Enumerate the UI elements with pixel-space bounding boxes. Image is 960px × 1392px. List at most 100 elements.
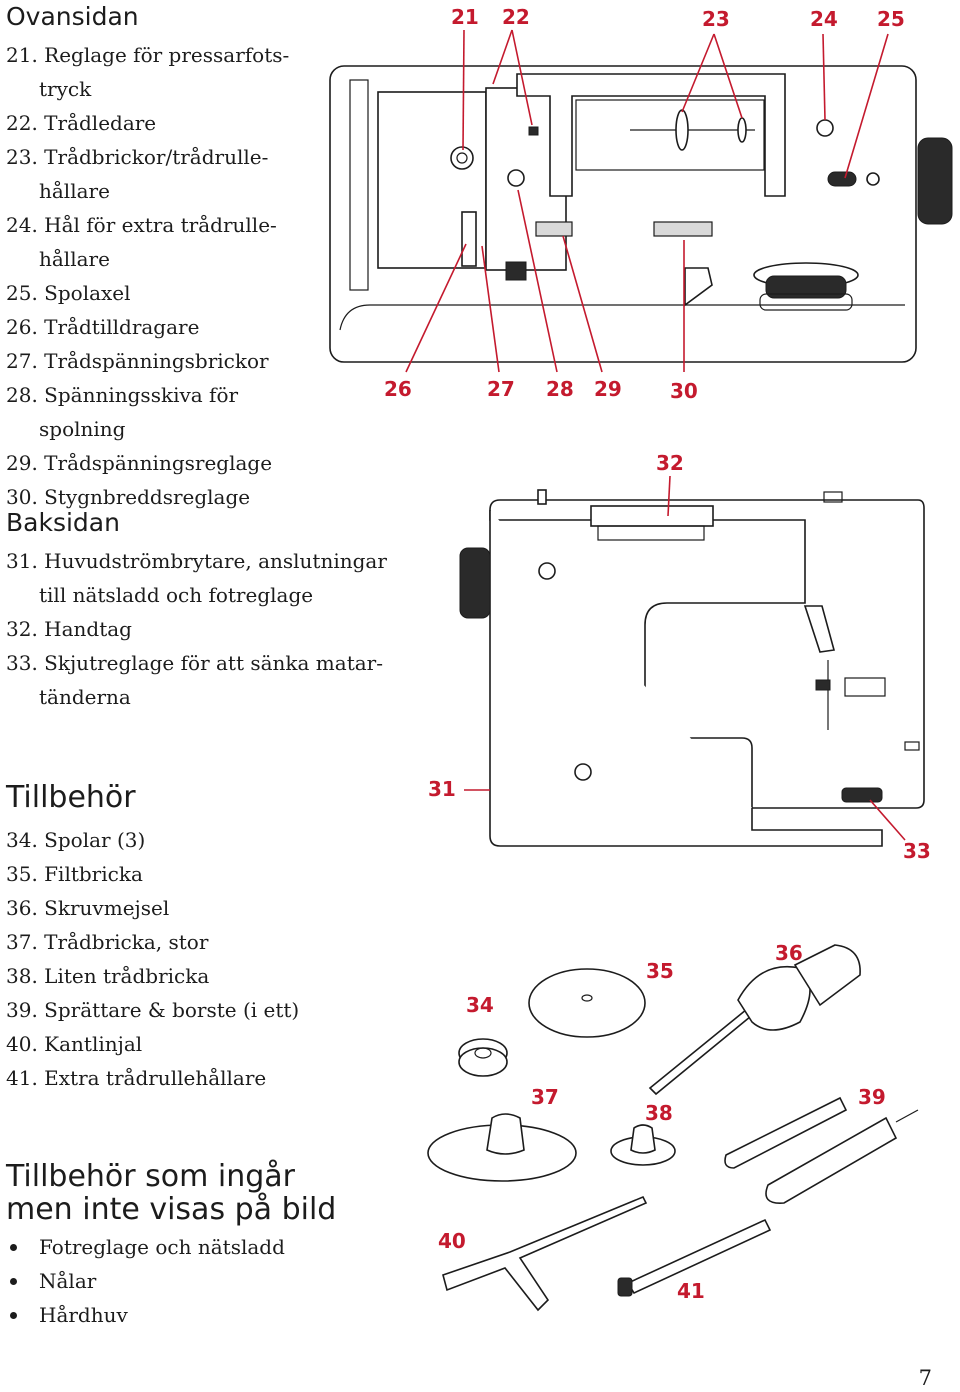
list-item: 23. Trådbrickor/trådrulle- [6,145,269,169]
machine-back-screw-hole [574,763,592,781]
machine-back-presser-foot [844,677,886,697]
list-item-continuation: hållare [39,179,110,203]
callout-41: 41 [677,1279,705,1303]
list-item: 39. Sprättare & borste (i ett) [6,998,300,1022]
back-view-list: 31. Huvudströmbrytare, anslutningar till… [6,544,387,714]
list-item: 37. Trådbricka, stor [6,930,209,954]
leader-line [844,33,889,179]
list-item: 21. Reglage för pressarfots- [6,43,290,67]
list-item: 24. Hål för extra trådrulle- [6,213,277,237]
spool-tension-disc [535,221,573,237]
machine-back-knob [823,491,843,503]
machine-back-needle-clamp [815,679,831,691]
machine-top-front-edge [339,304,905,331]
machine-back-body [489,510,883,847]
machine-back-port [904,741,920,751]
leader-line [681,33,715,113]
accessories-illustration [427,944,919,1312]
machine-back-handwheel [459,547,491,619]
leader-line [481,245,500,373]
machine-top-side-panel [349,79,369,291]
leader-line [713,33,743,119]
top-view-callouts: 21 22 23 24 25 26 27 28 29 30 [384,5,905,403]
callout-30: 30 [670,379,698,403]
not-shown-list: Fotreglage och nätsladd Nålar Hårdhuv [6,1230,285,1332]
bobbin-hole [474,1047,492,1059]
machine-back-needle-bar [803,605,836,653]
callout-35: 35 [646,959,674,983]
leader-line [462,29,465,151]
bullet-item: Fotreglage och nätsladd [6,1230,285,1264]
machine-back-handle-grip [597,525,705,541]
bobbin-winder-spindle [827,171,857,187]
callout-38: 38 [645,1101,673,1125]
large-spool-cap-hub [486,1113,525,1155]
top-view-heading: Ovansidan [6,2,139,31]
thread-take-up [507,169,525,187]
leader-line [822,33,826,121]
accessories-callouts: 34 35 36 37 38 39 40 41 [438,941,886,1303]
callout-28: 28 [546,377,574,401]
list-item: 26. Trådtilldragare [6,315,200,339]
list-item: 32. Handtag [6,617,132,641]
list-item: 31. Huvudströmbrytare, anslutningar [6,549,387,573]
list-item: 38. Liten trådbricka [6,964,210,988]
screwdriver-handle [793,944,861,1007]
handwheel [917,137,953,225]
brush-bristles [895,1109,919,1123]
list-item: 30. Stygnbreddsreglage [6,485,251,509]
seam-ripper-brush [765,1116,898,1204]
list-item-continuation: tänderna [39,685,131,709]
feed-dog-slider [841,787,883,803]
extra-spool-pin-base [617,1277,633,1297]
leader-line [517,189,558,373]
machine-back-arm [489,499,925,809]
spool-cap-left [675,109,689,151]
list-item: 22. Trådledare [6,111,157,135]
callout-40: 40 [438,1229,466,1253]
bullet-item: Nålar [6,1264,285,1298]
list-item-continuation: spolning [39,417,126,441]
list-item-continuation: tryck [39,77,92,101]
top-view-list: 21. Reglage för pressarfots- tryck 22. T… [6,38,289,514]
machine-back-screw-hole [538,562,556,580]
leader-line [405,243,467,373]
callout-25: 25 [877,7,905,31]
tension-slot [461,211,477,267]
thread-guide [528,126,539,136]
machine-back-view-illustration [459,489,925,847]
list-item: 29. Trådspänningsreglage [6,451,273,475]
list-item: 34. Spolar (3) [6,828,146,852]
spool-area [575,99,765,171]
presser-pressure-dial-center [456,152,468,164]
stitch-width-dial [684,267,713,307]
screwdriver-collar [737,966,811,1031]
callout-24: 24 [810,7,838,31]
callout-26: 26 [384,377,412,401]
bobbin-winder-stop [866,172,880,186]
bobbin-holder-base [759,293,853,311]
bobbin-holder-body [765,275,847,299]
machine-top-view-illustration [329,65,953,363]
bobbin-bottom [458,1047,508,1077]
page-number: 7 [918,1366,932,1390]
callout-33: 33 [903,839,931,863]
callout-29: 29 [594,377,622,401]
not-shown-heading-line: Tillbehör som ingår [6,1159,295,1194]
list-item-continuation: till nätsladd och fotreglage [39,583,314,607]
leader-line [492,29,513,85]
presser-pressure-dial [450,146,474,170]
callout-22: 22 [502,5,530,29]
spool-cap-right [737,117,747,143]
machine-handle [516,73,786,197]
callout-36: 36 [775,941,803,965]
list-item: 35. Filtbricka [6,862,143,886]
back-view-heading: Baksidan [6,508,120,537]
not-shown-heading: Tillbehör som ingår men inte visas på bi… [6,1160,336,1226]
callout-31: 31 [428,777,456,801]
thread-post [505,261,527,281]
bullet-item: Hårdhuv [6,1298,285,1332]
felt-pad [528,968,646,1038]
accessories-list: 34. Spolar (3) 35. Filtbricka 36. Skruvm… [6,823,299,1095]
